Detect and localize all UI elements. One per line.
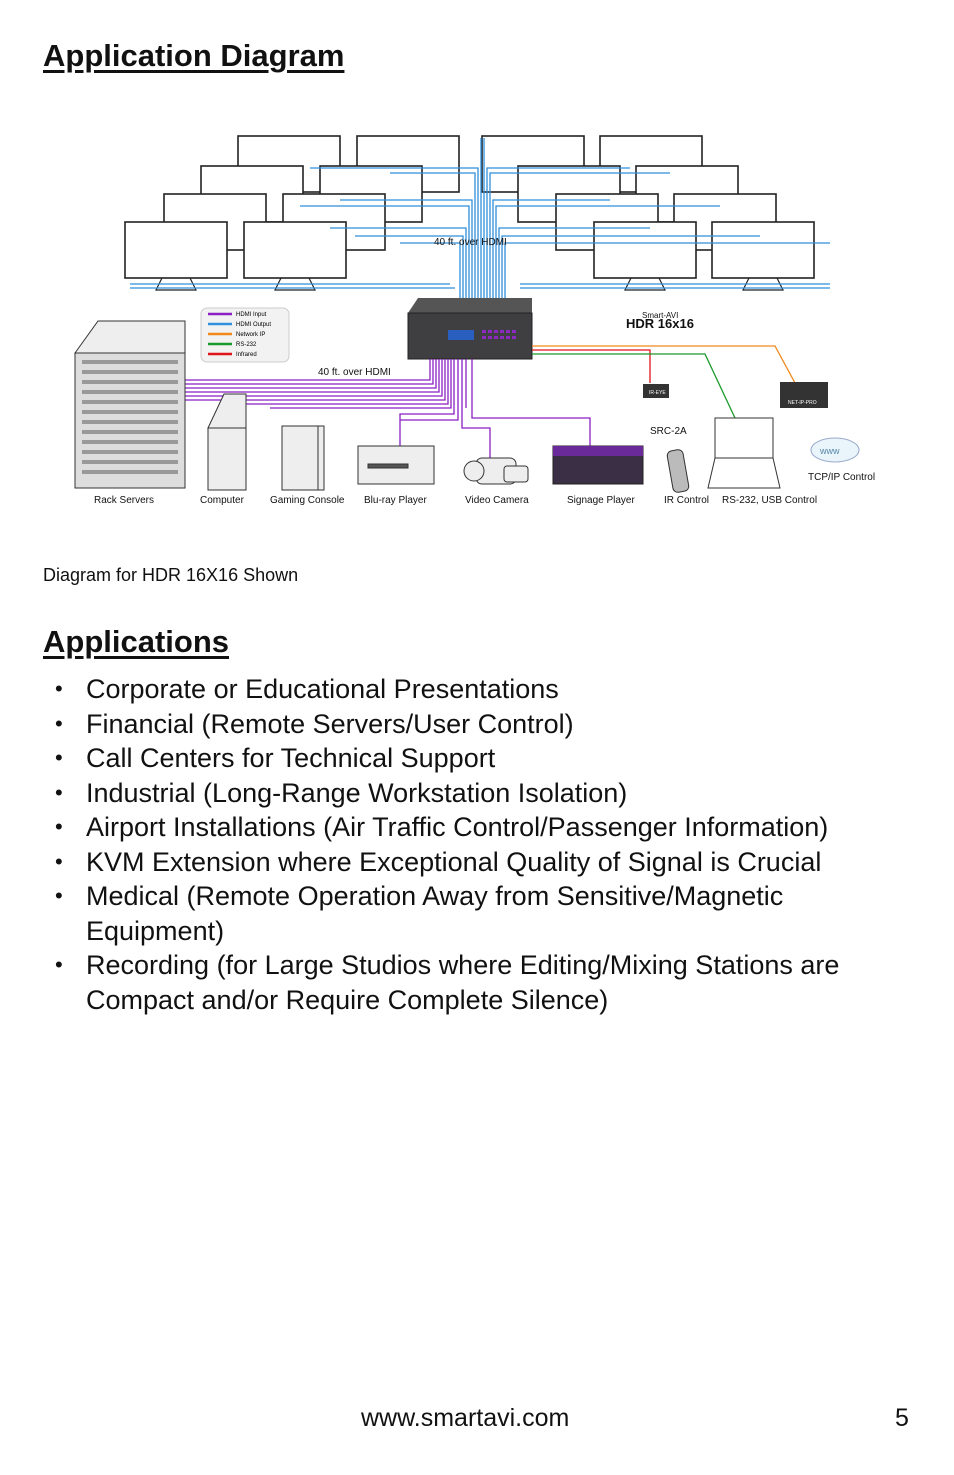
list-item: Airport Installations (Air Traffic Contr…: [43, 810, 903, 845]
legend-rs232: RS-232: [236, 342, 257, 348]
list-item: KVM Extension where Exceptional Quality …: [43, 845, 903, 880]
computer-icon: [207, 393, 247, 491]
list-item: Call Centers for Technical Support: [43, 741, 903, 776]
switch-brand: Smart-AVI: [642, 311, 678, 320]
svg-text:IR-EYE: IR-EYE: [649, 390, 666, 396]
list-item: Corporate or Educational Presentations: [43, 672, 903, 707]
label-tcp-ip-control: TCP/IP Control: [808, 472, 875, 483]
list-item: Industrial (Long-Range Workstation Isola…: [43, 776, 903, 811]
diagram-heading: Application Diagram: [43, 38, 345, 73]
ir-eye-box: IR-EYE: [643, 384, 669, 398]
ir-remote-icon: [666, 449, 690, 493]
signage-player-icon: [552, 445, 644, 485]
gaming-console-icon: [281, 425, 325, 491]
label-bluray-player: Blu-ray Player: [364, 495, 427, 506]
list-item: Recording (for Large Studios where Editi…: [43, 948, 903, 1017]
laptop-icon: [707, 417, 781, 489]
footer-url[interactable]: www.smartavi.com: [361, 1404, 570, 1432]
applications-list: Corporate or Educational Presentations F…: [43, 672, 903, 1017]
label-video-camera: Video Camera: [465, 495, 529, 506]
switch-model: HDR 16x16: [626, 316, 694, 331]
hdmi-top-label: 40 ft. over HDMI: [434, 237, 507, 248]
label-rack-servers: Rack Servers: [94, 495, 154, 506]
net-ip-pro-box: NET-IP-PRO: [780, 382, 828, 408]
list-item: Financial (Remote Servers/User Control): [43, 707, 903, 742]
label-gaming-console: Gaming Console: [270, 495, 345, 506]
label-computer: Computer: [200, 495, 245, 506]
hdr-switch: [407, 298, 533, 360]
svg-text:www: www: [819, 446, 840, 456]
legend-hdmi-output: HDMI Output: [236, 322, 271, 328]
applications-heading: Applications: [43, 624, 230, 659]
legend: HDMI Input HDMI Output Network IP RS-232…: [200, 307, 290, 363]
legend-infrared: Infrared: [236, 352, 257, 358]
monitor-array: [124, 135, 815, 279]
page-number: 5: [895, 1404, 909, 1432]
cloud-icon: www: [810, 437, 860, 463]
remote-label: SRC-2A: [650, 426, 687, 437]
application-diagram: 40 ft. over HDMI Smart-AVI HDR 16x16 HDM…: [74, 135, 875, 506]
label-rs232-usb-control: RS-232, USB Control: [722, 495, 817, 506]
bluray-player-icon: [357, 445, 435, 485]
hdmi-bottom-label: 40 ft. over HDMI: [318, 367, 391, 378]
svg-text:NET-IP-PRO: NET-IP-PRO: [788, 400, 817, 406]
diagram-caption: Diagram for HDR 16X16 Shown: [43, 565, 299, 585]
legend-hdmi-input: HDMI Input: [236, 312, 267, 318]
label-ir-control: IR Control: [664, 495, 709, 506]
list-item: Medical (Remote Operation Away from Sens…: [43, 879, 903, 948]
label-signage-player: Signage Player: [567, 495, 635, 506]
video-camera-icon: [463, 457, 529, 485]
legend-network-ip: Network IP: [236, 332, 265, 338]
rack-servers-icon: [74, 320, 186, 489]
